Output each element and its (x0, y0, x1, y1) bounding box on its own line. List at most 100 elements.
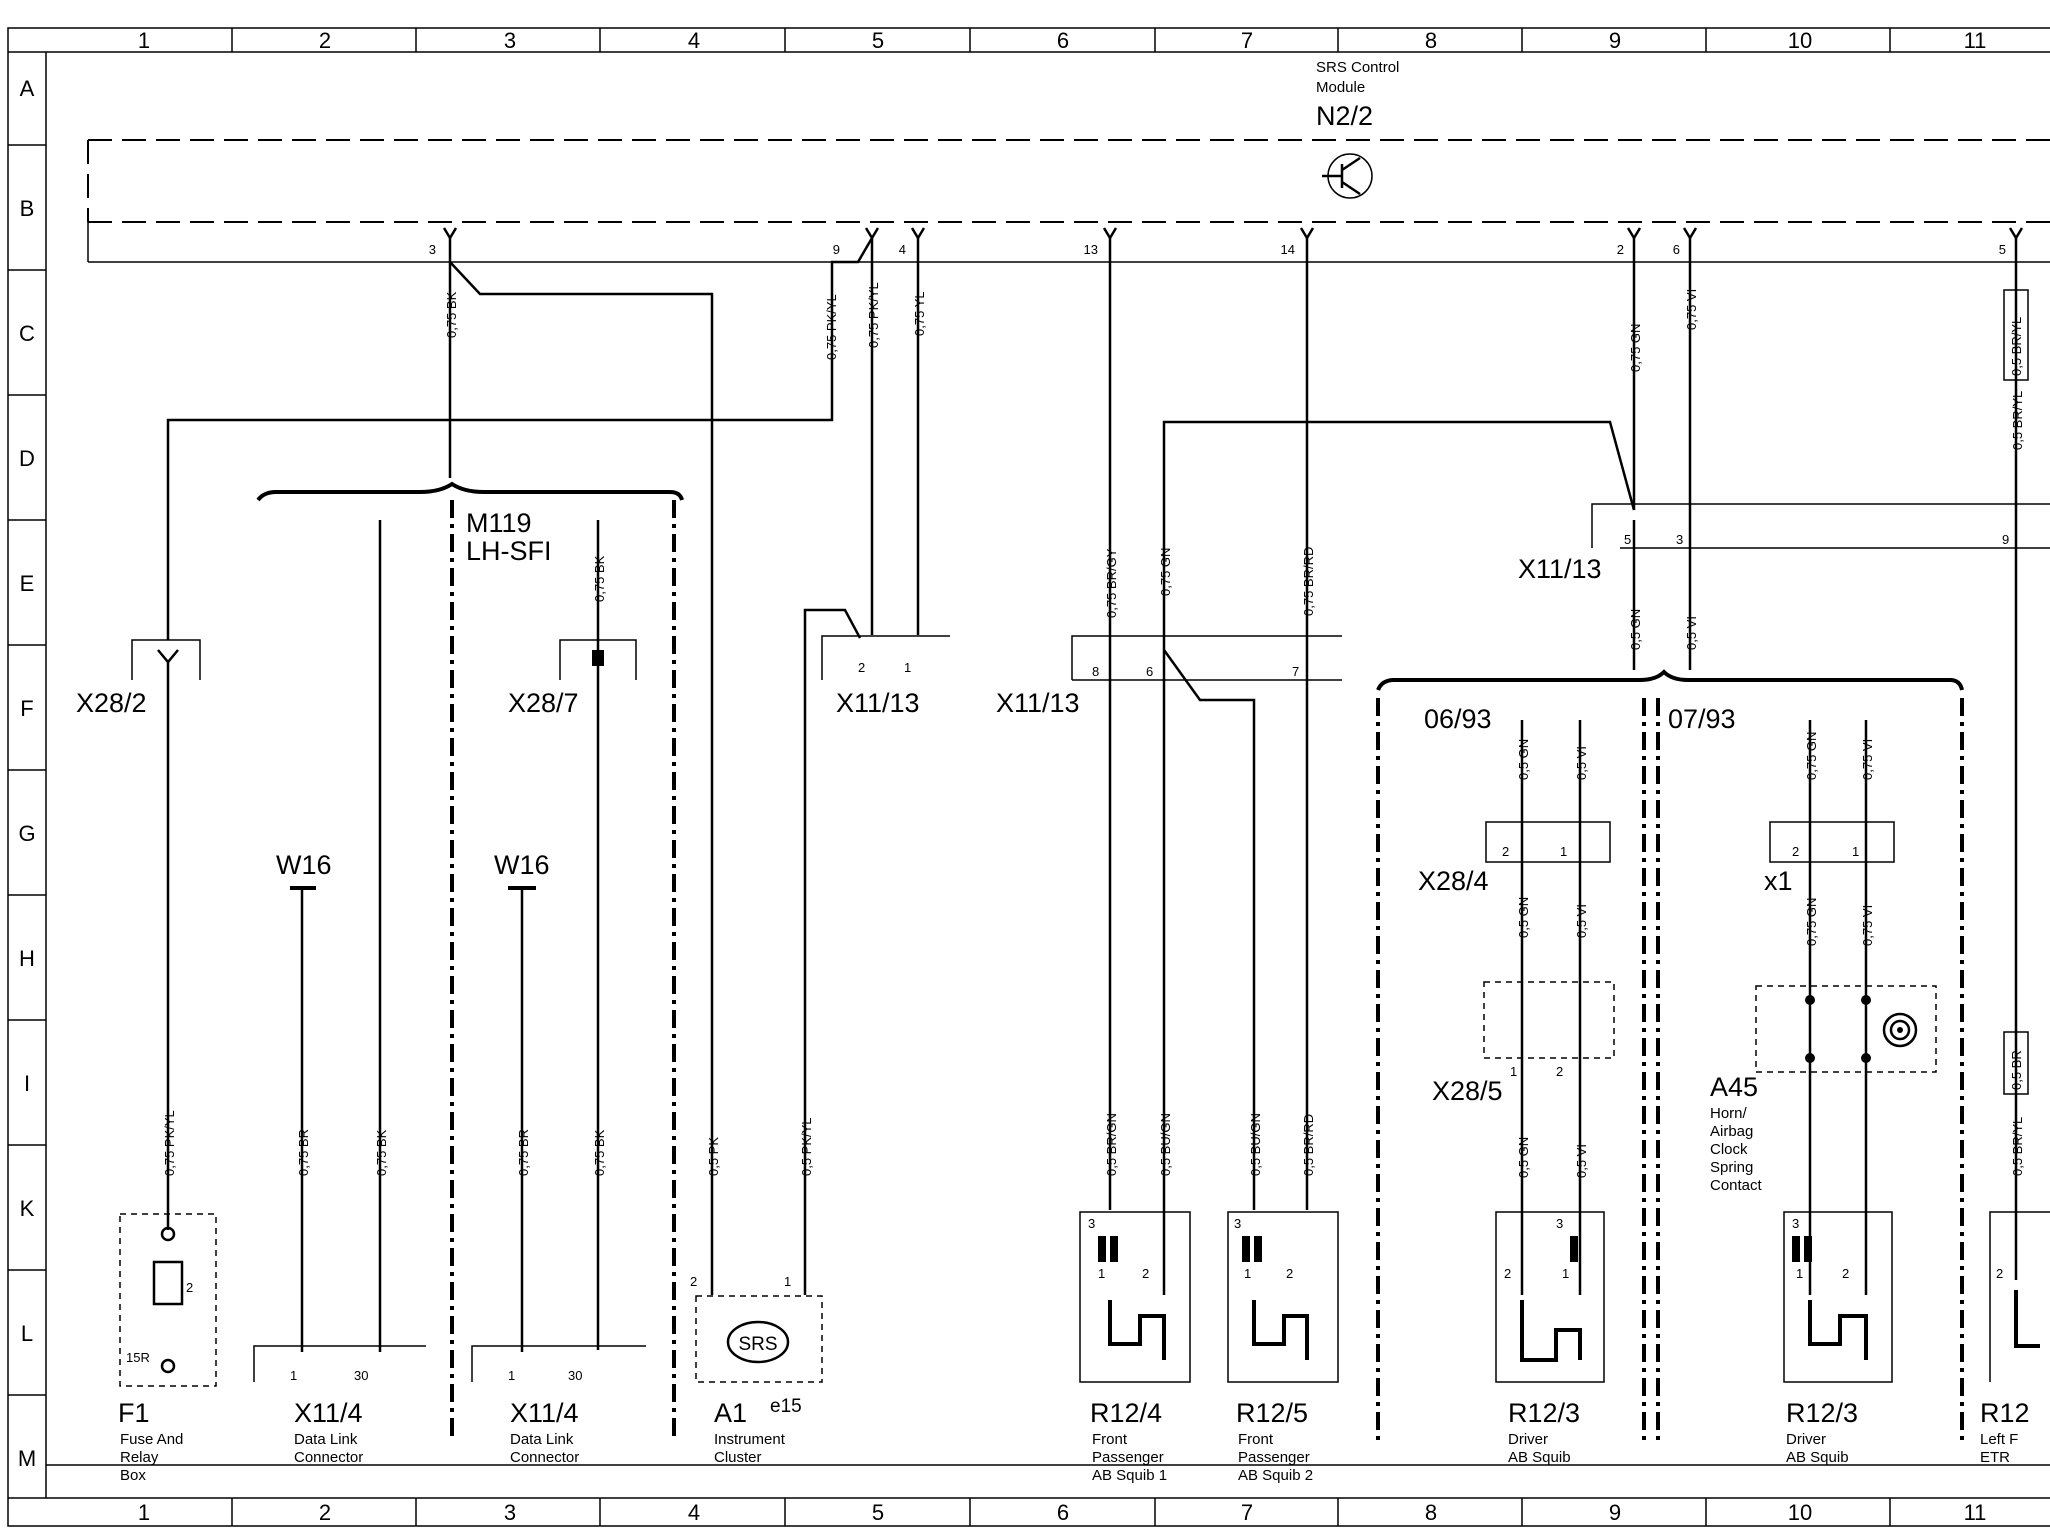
pin-label: 3 (429, 242, 436, 257)
col-label: 2 (319, 28, 331, 53)
pin-label: 14 (1281, 242, 1295, 257)
pin-label: 1 (1510, 1064, 1517, 1079)
wire-label: 0,5 PK/YL (799, 1117, 814, 1176)
connector-label: X28/2 (76, 688, 147, 718)
connector-label: x1 (1764, 866, 1793, 896)
connector-label: 07/93 (1668, 704, 1736, 734)
pin-label: 9 (2002, 532, 2009, 547)
connector-label: M119 (466, 508, 532, 538)
pin-label: 6 (1146, 664, 1153, 679)
module-code: N2/2 (1316, 101, 1373, 131)
row-label: A (20, 76, 35, 101)
connector-label: 06/93 (1424, 704, 1492, 734)
col-label: 7 (1241, 28, 1253, 53)
wire-label: 0,75 GN (1158, 548, 1173, 596)
component-desc: ETR (1980, 1449, 2010, 1466)
col-label: 8 (1425, 28, 1437, 53)
module-name-line2: Module (1316, 79, 1365, 96)
component-desc: Data Link (510, 1431, 574, 1448)
wire-label: 0,5 BR/RD (1301, 1114, 1316, 1176)
component-desc: AB Squib 2 (1238, 1467, 1313, 1484)
wire-labels: 0,75 BK 0,75 PK/YL 0,75 PK/YL 0,75 YL 0,… (162, 282, 2025, 1178)
clock-spring-icon (1882, 1012, 1918, 1048)
pin-label: 1 (290, 1368, 297, 1383)
col-label: 11 (1964, 28, 1987, 53)
pin-label: 1 (508, 1368, 515, 1383)
wire-label: 0,75 BK (592, 1129, 607, 1176)
wire-label: 0,5 GN (1516, 1137, 1531, 1178)
wire-label: 0,75 BR (516, 1129, 531, 1176)
wire-label: 0,75 VI (1860, 905, 1875, 946)
connector-label: X11/13 (836, 688, 920, 718)
component-desc: Clock (1710, 1141, 1748, 1158)
pin-label: 5 (1624, 532, 1631, 547)
pin-label: 1 (784, 1274, 791, 1289)
component-desc: Spring (1710, 1159, 1753, 1176)
wire-label: 0,75 PK/YL (824, 294, 839, 360)
col-label: 5 (872, 28, 884, 53)
pin-label: 2 (1142, 1266, 1149, 1281)
pin-label: 1 (1098, 1266, 1105, 1281)
pin-label: 2 (1556, 1064, 1563, 1079)
component-code: X11/4 (294, 1398, 363, 1428)
component-desc: Horn/ (1710, 1105, 1748, 1122)
component-code: X11/4 (510, 1398, 579, 1428)
pin-label: 15R (126, 1350, 150, 1365)
wires (166, 237, 2018, 1352)
col-label: 5 (872, 1500, 884, 1525)
component-code: R12/3 (1786, 1398, 1858, 1428)
connector-label: LH-SFI (466, 536, 552, 566)
connector-label: X11/13 (1518, 554, 1602, 584)
component-desc: Cluster (714, 1449, 762, 1466)
component-desc: Airbag (1710, 1123, 1753, 1140)
wire-label: 0,75 VI (1860, 739, 1875, 780)
pin-label: 30 (354, 1368, 368, 1383)
wire-label: 0,75 PK/YL (162, 1110, 177, 1176)
pin-label: 2 (1502, 844, 1509, 859)
pin-label: 3 (1234, 1216, 1241, 1231)
component-x114-a: 1 30 X11/4 Data Link Connector (253, 1345, 426, 1466)
component-desc: Driver (1786, 1431, 1826, 1448)
component-desc: Passenger (1092, 1449, 1164, 1466)
row-label: K (20, 1196, 35, 1221)
transistor-icon (1322, 153, 1373, 199)
col-label: 3 (504, 1500, 516, 1525)
component-desc: Passenger (1238, 1449, 1310, 1466)
connector-label: X28/7 (508, 688, 579, 718)
pin-label: 1 (1560, 844, 1567, 859)
component-code: R12/3 (1508, 1398, 1580, 1428)
component-desc: Box (120, 1467, 146, 1484)
pin-label: 13 (1084, 242, 1098, 257)
col-label: 1 (138, 28, 150, 53)
wire-label: 0,75 GN (1804, 732, 1819, 780)
component-desc: Driver (1508, 1431, 1548, 1448)
row-labels: A B C D E F G H I K L M (18, 76, 36, 1471)
component-desc: AB Squib (1508, 1449, 1571, 1466)
connectors: X28/2 X28/7 2 1 X11/13 8 6 7 X11/13 5 3 … (76, 503, 2050, 1106)
row-label: M (18, 1446, 36, 1471)
component-desc: Fuse And (120, 1431, 183, 1448)
pin-label: 6 (1673, 242, 1680, 257)
wire-label: 0,5 VI (1574, 904, 1589, 938)
row-label: H (19, 946, 35, 971)
component-code: R12 (1980, 1398, 2030, 1428)
wire-label: 0,75 PK/YL (866, 282, 881, 348)
component-code: F1 (118, 1398, 150, 1428)
wire-label: 0,5 GN (1516, 897, 1531, 938)
module-name-line1: SRS Control (1316, 59, 1399, 76)
wire-label: 0,75 BR (296, 1129, 311, 1176)
col-label: 6 (1057, 28, 1069, 53)
wire-label: 0,5 BR/YL (2009, 317, 2024, 376)
pin-label: 3 (1088, 1216, 1095, 1231)
pin-label: 1 (1796, 1266, 1803, 1281)
column-labels-top: 1 2 3 4 5 6 7 8 9 10 11 (138, 28, 1987, 53)
component-desc: Front (1092, 1431, 1128, 1448)
wire-label: 0,75 BR/RD (1301, 547, 1316, 616)
wire-label: 0,75 BR/GY (1104, 548, 1119, 618)
wire-label: 0,75 BK (592, 555, 607, 602)
wire-label: 0,75 BK (374, 1129, 389, 1176)
pin-label: 1 (1852, 844, 1859, 859)
wire-label: 0,75 VI (1684, 289, 1699, 330)
col-label: 9 (1609, 1500, 1621, 1525)
component-desc: AB Squib 1 (1092, 1467, 1167, 1484)
